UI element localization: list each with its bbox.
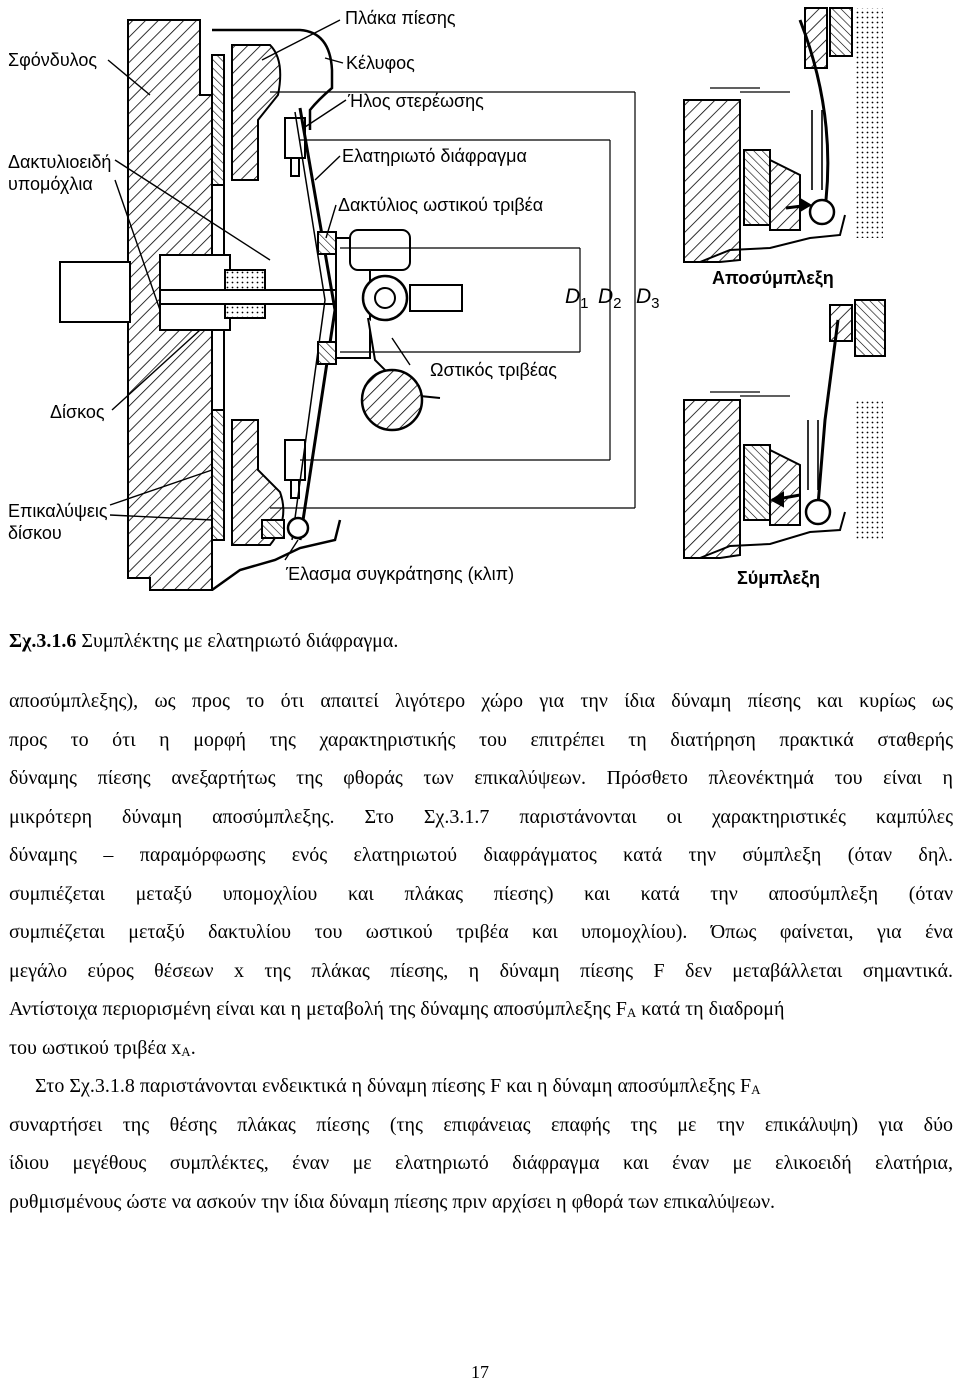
- pressure-plate-top: [231, 44, 282, 181]
- text-line: ίδιου μεγέθους συμπλέκτες, έναν με ελατη…: [9, 1152, 953, 1174]
- label-thrust-ring: Δακτύλιος ωστικού τριβέα: [338, 195, 543, 215]
- label-diaphragm-spring: Ελατηριωτό διάφραγμα: [342, 146, 527, 166]
- clutch-diagram: Σφόνδυλος Πλάκα πίεσης Κέλυφος Ήλος στερ…: [8, 7, 886, 592]
- detail-disengagement: [683, 7, 883, 263]
- label-rivet: Ήλος στερέωσης: [347, 91, 484, 111]
- text-line: δύναμης – παραμόρφωσης ενός ελατηριωτού …: [9, 844, 953, 866]
- main-section: [59, 19, 636, 592]
- label-linings-2: δίσκου: [8, 523, 62, 543]
- text-line: προς το ότι η μορφή της χαρακτηριστικής …: [9, 728, 953, 751]
- thrust-ring-bottom: [317, 341, 337, 365]
- label-disc: Δίσκος: [50, 402, 105, 422]
- release-fork: [360, 368, 424, 432]
- label-pressure-plate: Πλάκα πίεσης: [345, 8, 456, 28]
- pressure-plate-bottom: [231, 419, 285, 546]
- text-line: του ωστικού τριβέα xA.: [9, 1036, 196, 1059]
- detail-engagement: [683, 299, 886, 559]
- text-line: συμπιέζεται μεταξύ υπομοχλίου και πλάκας…: [9, 882, 953, 905]
- text-line: δύναμης πίεσης ανεξαρτήτως της φθοράς τω…: [9, 767, 953, 789]
- label-disengagement: Αποσύμπλεξη: [712, 268, 834, 289]
- crankshaft: [59, 261, 131, 323]
- disc-lining-bottom: [211, 409, 225, 541]
- figure-caption: Σχ.3.1.6 Συμπλέκτης με ελατηριωτό διάφρα…: [9, 630, 398, 653]
- text-line: Στο Σχ.3.1.8 παριστάνονται ενδεικτικά η …: [35, 1075, 761, 1097]
- dimension-lines: [270, 91, 636, 509]
- label-engagement: Σύμπλεξη: [737, 568, 820, 589]
- label-fulcrum-rings-1: Δακτυλιοειδή: [8, 152, 111, 172]
- label-linings-1: Επικαλύψεις: [8, 501, 108, 521]
- text-line: ρυθμισμένους ώστε να ασκούν την ίδια δύν…: [9, 1190, 776, 1213]
- retaining-clip: [286, 516, 310, 540]
- label-fulcrum-rings-2: υπομόχλια: [8, 174, 93, 194]
- body-text: αποσύμπλεξης), ως προς το ότι απαιτεί λι…: [9, 682, 953, 1221]
- paragraph-1: αποσύμπλεξης), ως προς το ότι απαιτεί λι…: [9, 682, 953, 1067]
- clutch-diagram-figure: Σφόνδυλος Πλάκα πίεσης Κέλυφος Ήλος στερ…: [0, 0, 960, 610]
- label-d1: D1: [565, 285, 589, 312]
- leader-lines: [107, 19, 411, 561]
- text-line: αποσύμπλεξης), ως προς το ότι απαιτεί λι…: [9, 690, 953, 712]
- label-housing: Κέλυφος: [346, 53, 415, 73]
- label-retaining-clip: Έλασμα συγκράτησης (κλιπ): [285, 564, 514, 584]
- text-line: μικρότερη δύναμη αποσύμπλεξης. Στο Σχ.3.…: [9, 805, 953, 828]
- caption-text: Συμπλέκτης με ελατηριωτό διάφραγμα.: [76, 630, 399, 652]
- text-line: Αντίστοιχα περιορισμένη είναι και η μετα…: [9, 998, 785, 1020]
- label-release-bearing: Ωστικός τριβέας: [430, 360, 557, 380]
- text-line: συμπιέζεται μεταξύ δακτυλίου του ωστικού…: [9, 921, 953, 943]
- paragraph-2: Στο Σχ.3.1.8 παριστάνονται ενδεικτικά η …: [9, 1067, 953, 1221]
- label-flywheel: Σφόνδυλος: [8, 50, 97, 70]
- disc-lining-top: [211, 54, 225, 186]
- housing: [212, 28, 334, 130]
- label-d3: D3: [636, 285, 660, 312]
- text-line: συναρτήσει της θέσης πλάκας πίεσης (της …: [9, 1113, 953, 1136]
- caption-number: Σχ.3.1.6: [9, 630, 77, 652]
- page-number: 17: [471, 1362, 489, 1382]
- label-d2: D2: [598, 285, 622, 312]
- text-line: μεγάλο εύρος θέσεων x της πλάκας πίεσης,…: [9, 959, 953, 982]
